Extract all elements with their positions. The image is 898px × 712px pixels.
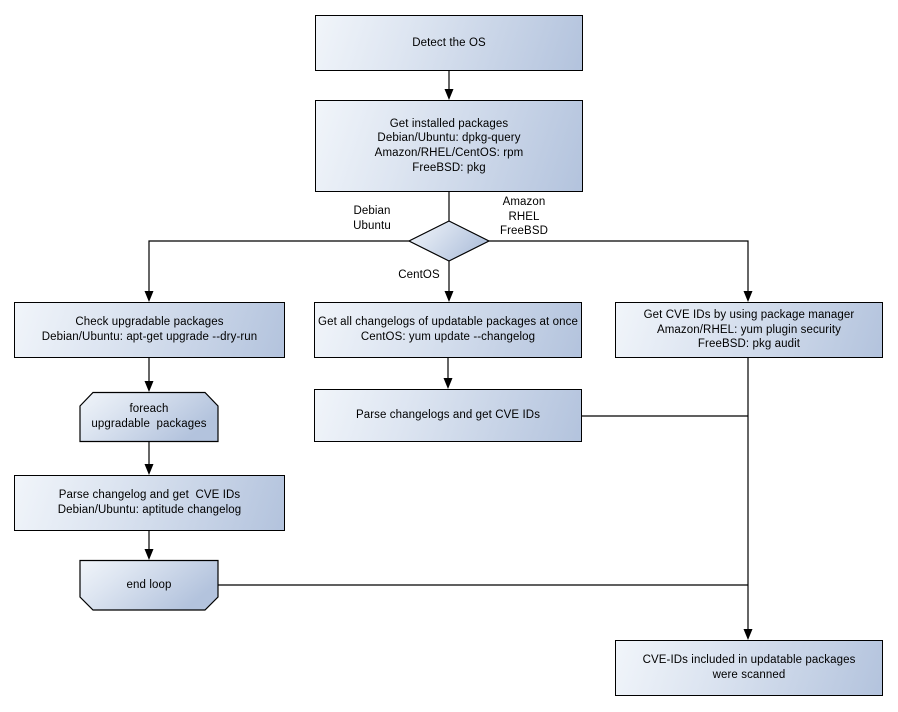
node-foreach-loop: foreach upgradable packages xyxy=(80,392,218,442)
edge-label-centos: CentOS xyxy=(398,269,440,281)
node-end-loop-label: end loop xyxy=(126,578,172,591)
arrowhead xyxy=(444,291,454,302)
node-foreach-loop-shape xyxy=(79,391,219,443)
arrowhead xyxy=(144,381,154,392)
node-end-loop-shape xyxy=(79,559,219,611)
node-parse-changelog-label: Parse changelog and get CVE IDs Debian/U… xyxy=(57,489,242,516)
node-get-installed-packages-label: Get installed packages Debian/Ubuntu: dp… xyxy=(374,117,524,174)
node-foreach-loop-label: foreach upgradable packages xyxy=(91,403,207,430)
node-parse-changelog: Parse changelog and get CVE IDs Debian/U… xyxy=(14,475,285,531)
node-get-all-changelogs-label: Get all changelogs of updatable packages… xyxy=(318,316,578,343)
connector-decision-to-left xyxy=(148,240,409,293)
node-get-installed-packages: Get installed packages Debian/Ubuntu: dp… xyxy=(315,100,583,192)
arrowhead xyxy=(743,629,753,640)
node-parse-changelogs-label: Parse changelogs and get CVE IDs xyxy=(355,409,541,422)
node-detect-os-label: Detect the OS xyxy=(412,36,486,49)
node-parse-changelogs: Parse changelogs and get CVE IDs xyxy=(314,389,582,442)
node-os-decision-shape xyxy=(407,220,491,262)
edge-label-debian-ubuntu: Debian Ubuntu xyxy=(353,205,391,232)
edge-label-amazon-rhel-freebsd: Amazon RHEL FreeBSD xyxy=(500,196,548,238)
node-get-cve-ids-pkg-manager-label: Get CVE IDs by using package manager Ama… xyxy=(643,309,855,351)
node-get-cve-ids-pkg-manager: Get CVE IDs by using package manager Ama… xyxy=(615,302,883,358)
arrowhead xyxy=(144,464,154,475)
node-detect-os: Detect the OS xyxy=(315,15,583,71)
node-check-upgradable-packages-label: Check upgradable packages Debian/Ubuntu:… xyxy=(41,316,258,343)
node-cve-ids-scanned-label: CVE-IDs included in updatable packages w… xyxy=(642,654,856,681)
node-check-upgradable-packages: Check upgradable packages Debian/Ubuntu:… xyxy=(14,302,285,358)
node-cve-ids-scanned: CVE-IDs included in updatable packages w… xyxy=(615,640,883,696)
arrowhead xyxy=(144,549,154,560)
connector-decision-to-right xyxy=(489,240,749,293)
arrowhead xyxy=(743,291,753,302)
arrowhead xyxy=(444,89,454,100)
node-end-loop: end loop xyxy=(80,560,218,610)
node-get-all-changelogs: Get all changelogs of updatable packages… xyxy=(314,302,582,358)
arrowhead xyxy=(443,378,453,389)
arrowhead xyxy=(144,291,154,302)
